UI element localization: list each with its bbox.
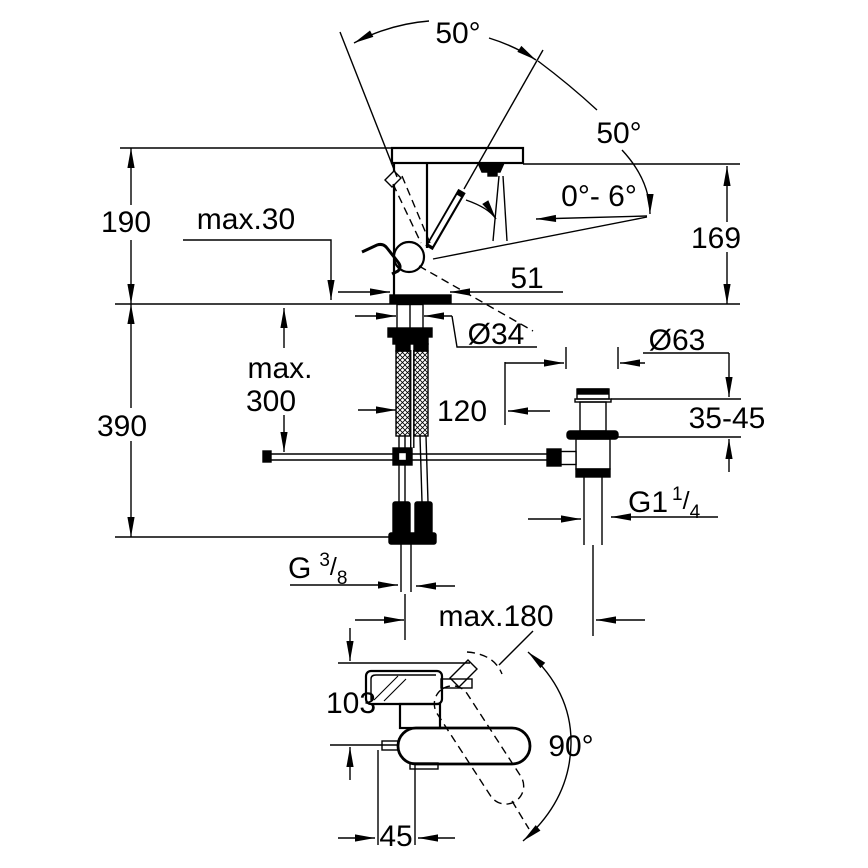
dim-label-max30: max.30 [197,203,295,236]
topview-hinge-tab [409,762,439,770]
dim-label-90: 90° [548,730,593,763]
dim-label-o63: Ø63 [649,324,706,357]
dim-label-max300-line2: 300 [246,385,296,418]
hose-right-connector-cap [410,532,437,545]
waste-body-upper [579,401,607,432]
hose-right-top [413,343,429,352]
topview-body [396,726,532,766]
dim-label-169: 169 [691,222,741,255]
water-stream-left [492,175,500,242]
swivel-arc-90 [522,651,572,842]
water-stream-right [502,175,508,242]
max180-leader [498,630,534,666]
waste-cap-top [577,388,609,395]
handle-tip-raised [384,170,402,188]
topview-spout-hatch [373,675,407,702]
dim-label-390: 390 [97,410,147,443]
topview-lever-arm [440,678,473,689]
topview-spout [364,669,444,706]
dim-label-handle-arc-side: 50° [596,117,641,150]
dim-label-190: 190 [101,206,151,239]
waste-rod-knob [546,448,562,467]
dim-label-max300-line1: max. [247,352,312,385]
dim-label-103: 103 [326,687,376,720]
hose-right-connector [414,501,433,536]
base-plate [389,294,452,304]
handle-open-arc [465,199,497,220]
waste-body-lower [575,438,611,470]
bottom-view-dimensions [330,616,645,845]
mounting-washer [392,336,429,345]
tilt-dim-line [535,214,648,223]
max30-leader [183,239,335,300]
topview-spout-inner [370,674,436,700]
spout-tilt-line [432,216,648,260]
spout-bar [390,146,525,165]
handle-down-dashed [418,265,534,332]
popup-rod-end-cap [262,450,272,463]
topview-lever-knob [449,659,478,688]
mounting-nut [387,327,433,338]
handle-arc-right [488,37,537,61]
aerator [476,162,506,173]
hose-left [395,350,411,437]
handle-arc-tail [537,60,598,111]
handle-arc-side-leader [621,149,654,215]
dim-label-45: 45 [379,820,412,853]
topview-lever-swivelled [511,800,530,830]
handle-arc-left [353,20,430,44]
popup-rod-joint-core [397,451,408,462]
hose-left-connector [392,501,411,536]
hose-right [413,350,429,437]
dim-label-o34: Ø34 [468,318,525,351]
waste-rod-socket [560,450,577,466]
handle-raised-dashed-1 [392,183,422,244]
aerator-tip [487,171,498,177]
handle-axis-leg-right [463,49,544,190]
hose-right-tube-b [425,435,429,503]
waste-gasket [566,430,619,440]
handle-hook-down-position [361,242,402,276]
hose-left-top [395,343,411,352]
dim-label-spout-tilt: 0°- 6° [561,180,637,213]
dim-label-3545: 35-45 [689,402,766,435]
topview-spout-swivelled [466,651,503,675]
dim-label-handle-arc-top: 50° [435,17,480,50]
waste-band [575,468,611,478]
handle-lever-core [428,194,461,247]
front-view [115,31,741,640]
dim-label-120: 120 [437,395,487,428]
handle-axis-leg-left [339,31,398,178]
dim-label-max180: max.180 [438,600,553,633]
hose-left-connector-cap [388,532,415,545]
dimension-labels: 50° 50° 0°- 6° 190 max.30 169 51 Ø34 Ø63… [97,17,765,853]
dim-label-51: 51 [510,262,543,295]
hose-right-tube-a [419,435,423,503]
front-view-dimensions [127,20,733,590]
bottom-view [364,630,534,830]
o34-leader [451,315,537,348]
